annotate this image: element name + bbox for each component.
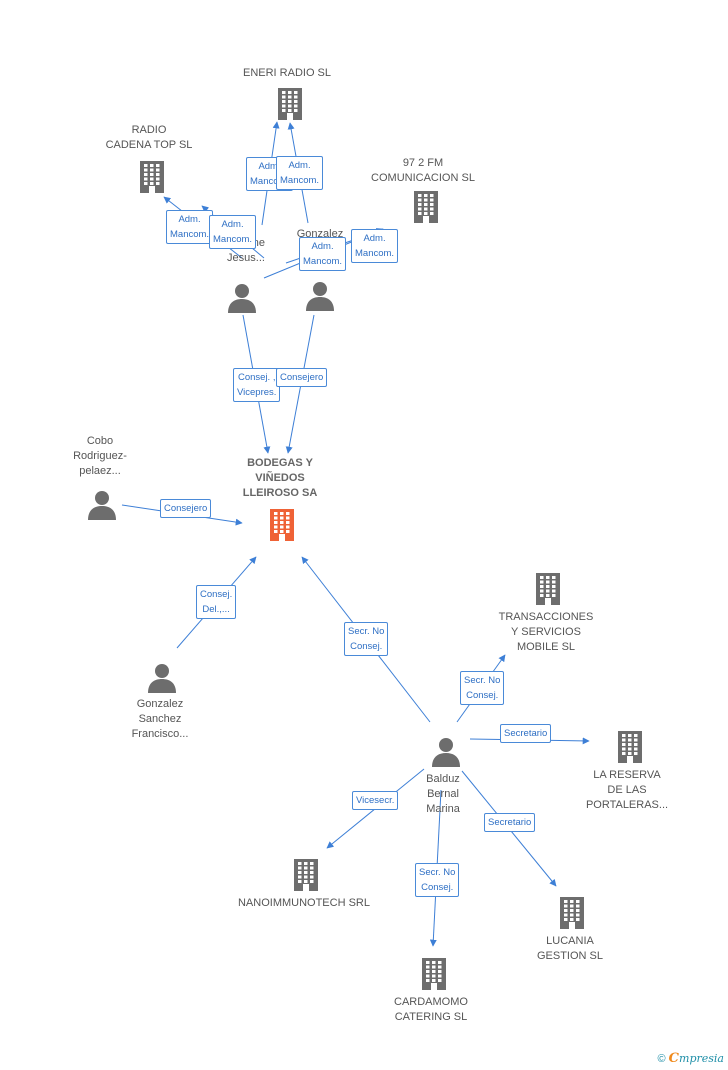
person-icon[interactable] [87,490,117,520]
building-icon[interactable] [137,159,167,193]
building-icon[interactable] [419,956,449,990]
edge-label[interactable]: Adm. Mancom. [209,215,257,249]
building-icon[interactable] [267,507,297,541]
edge-label[interactable]: Adm. Mancom. [351,229,399,263]
building-icon[interactable] [411,189,441,223]
node-label-transacciones[interactable]: TRANSACCIONES Y SERVICIOS MOBILE SL [498,611,594,653]
person-icon[interactable] [147,663,177,693]
node-label-la-reserva[interactable]: LA RESERVA DE LAS PORTALERAS... [585,769,669,811]
brand-initial: C [668,1051,680,1066]
brand-name: mpresia [679,1052,724,1065]
node-label-p-gonzalez-sanchez[interactable]: Gonzalez Sanchez Francisco... [131,698,189,740]
edge-label[interactable]: Adm. Mancom. [166,210,214,244]
building-icon[interactable] [275,86,305,120]
building-icon[interactable] [557,895,587,929]
edge-label[interactable]: Secr. No Consej. [460,671,505,705]
edge-label[interactable]: Consej. Del.,... [196,585,237,619]
edge-label[interactable]: Consej. , Vicepres. [233,368,281,402]
edge-label[interactable]: Secretario [500,724,552,743]
person-icon[interactable] [305,281,335,311]
node-label-fm972[interactable]: 97 2 FM COMUNICACION SL [371,157,475,184]
edge-label[interactable]: Secr. No Consej. [415,863,460,897]
copyright-symbol: © [657,1053,666,1065]
node-label-lucania[interactable]: LUCANIA GESTION SL [536,935,604,962]
node-label-cardamomo[interactable]: CARDAMOMO CATERING SL [394,996,468,1023]
edge-label[interactable]: Consejero [276,368,328,387]
person-icon[interactable] [227,283,257,313]
edge-label[interactable]: Consejero [160,499,212,518]
edge-label[interactable]: Adm. Mancom. [276,156,324,190]
node-label-p-balduz[interactable]: Balduz Bernal Marina [426,773,460,815]
building-icon[interactable] [615,729,645,763]
building-icon[interactable] [291,857,321,891]
node-label-eneri[interactable]: ENERI RADIO SL [242,67,332,79]
brand-footer[interactable]: © Cmpresia [658,1051,725,1066]
person-icon[interactable] [431,737,461,767]
edge-label[interactable]: Secretario [484,813,536,832]
node-label-p-cobo[interactable]: Cobo Rodriguez- pelaez... [73,435,127,477]
edge-label[interactable]: Adm. Mancom. [299,237,347,271]
edge-label[interactable]: Vicesecr. [352,791,399,810]
edge-label[interactable]: Secr. No Consej. [344,622,389,656]
node-label-bodegas[interactable]: BODEGAS Y VIÑEDOS LLEIROSO SA [242,457,318,499]
building-icon[interactable] [533,571,563,605]
node-label-nanoimmuno[interactable]: NANOIMMUNOTECH SRL [237,897,370,909]
node-label-radio-cadena[interactable]: RADIO CADENA TOP SL [105,124,193,151]
